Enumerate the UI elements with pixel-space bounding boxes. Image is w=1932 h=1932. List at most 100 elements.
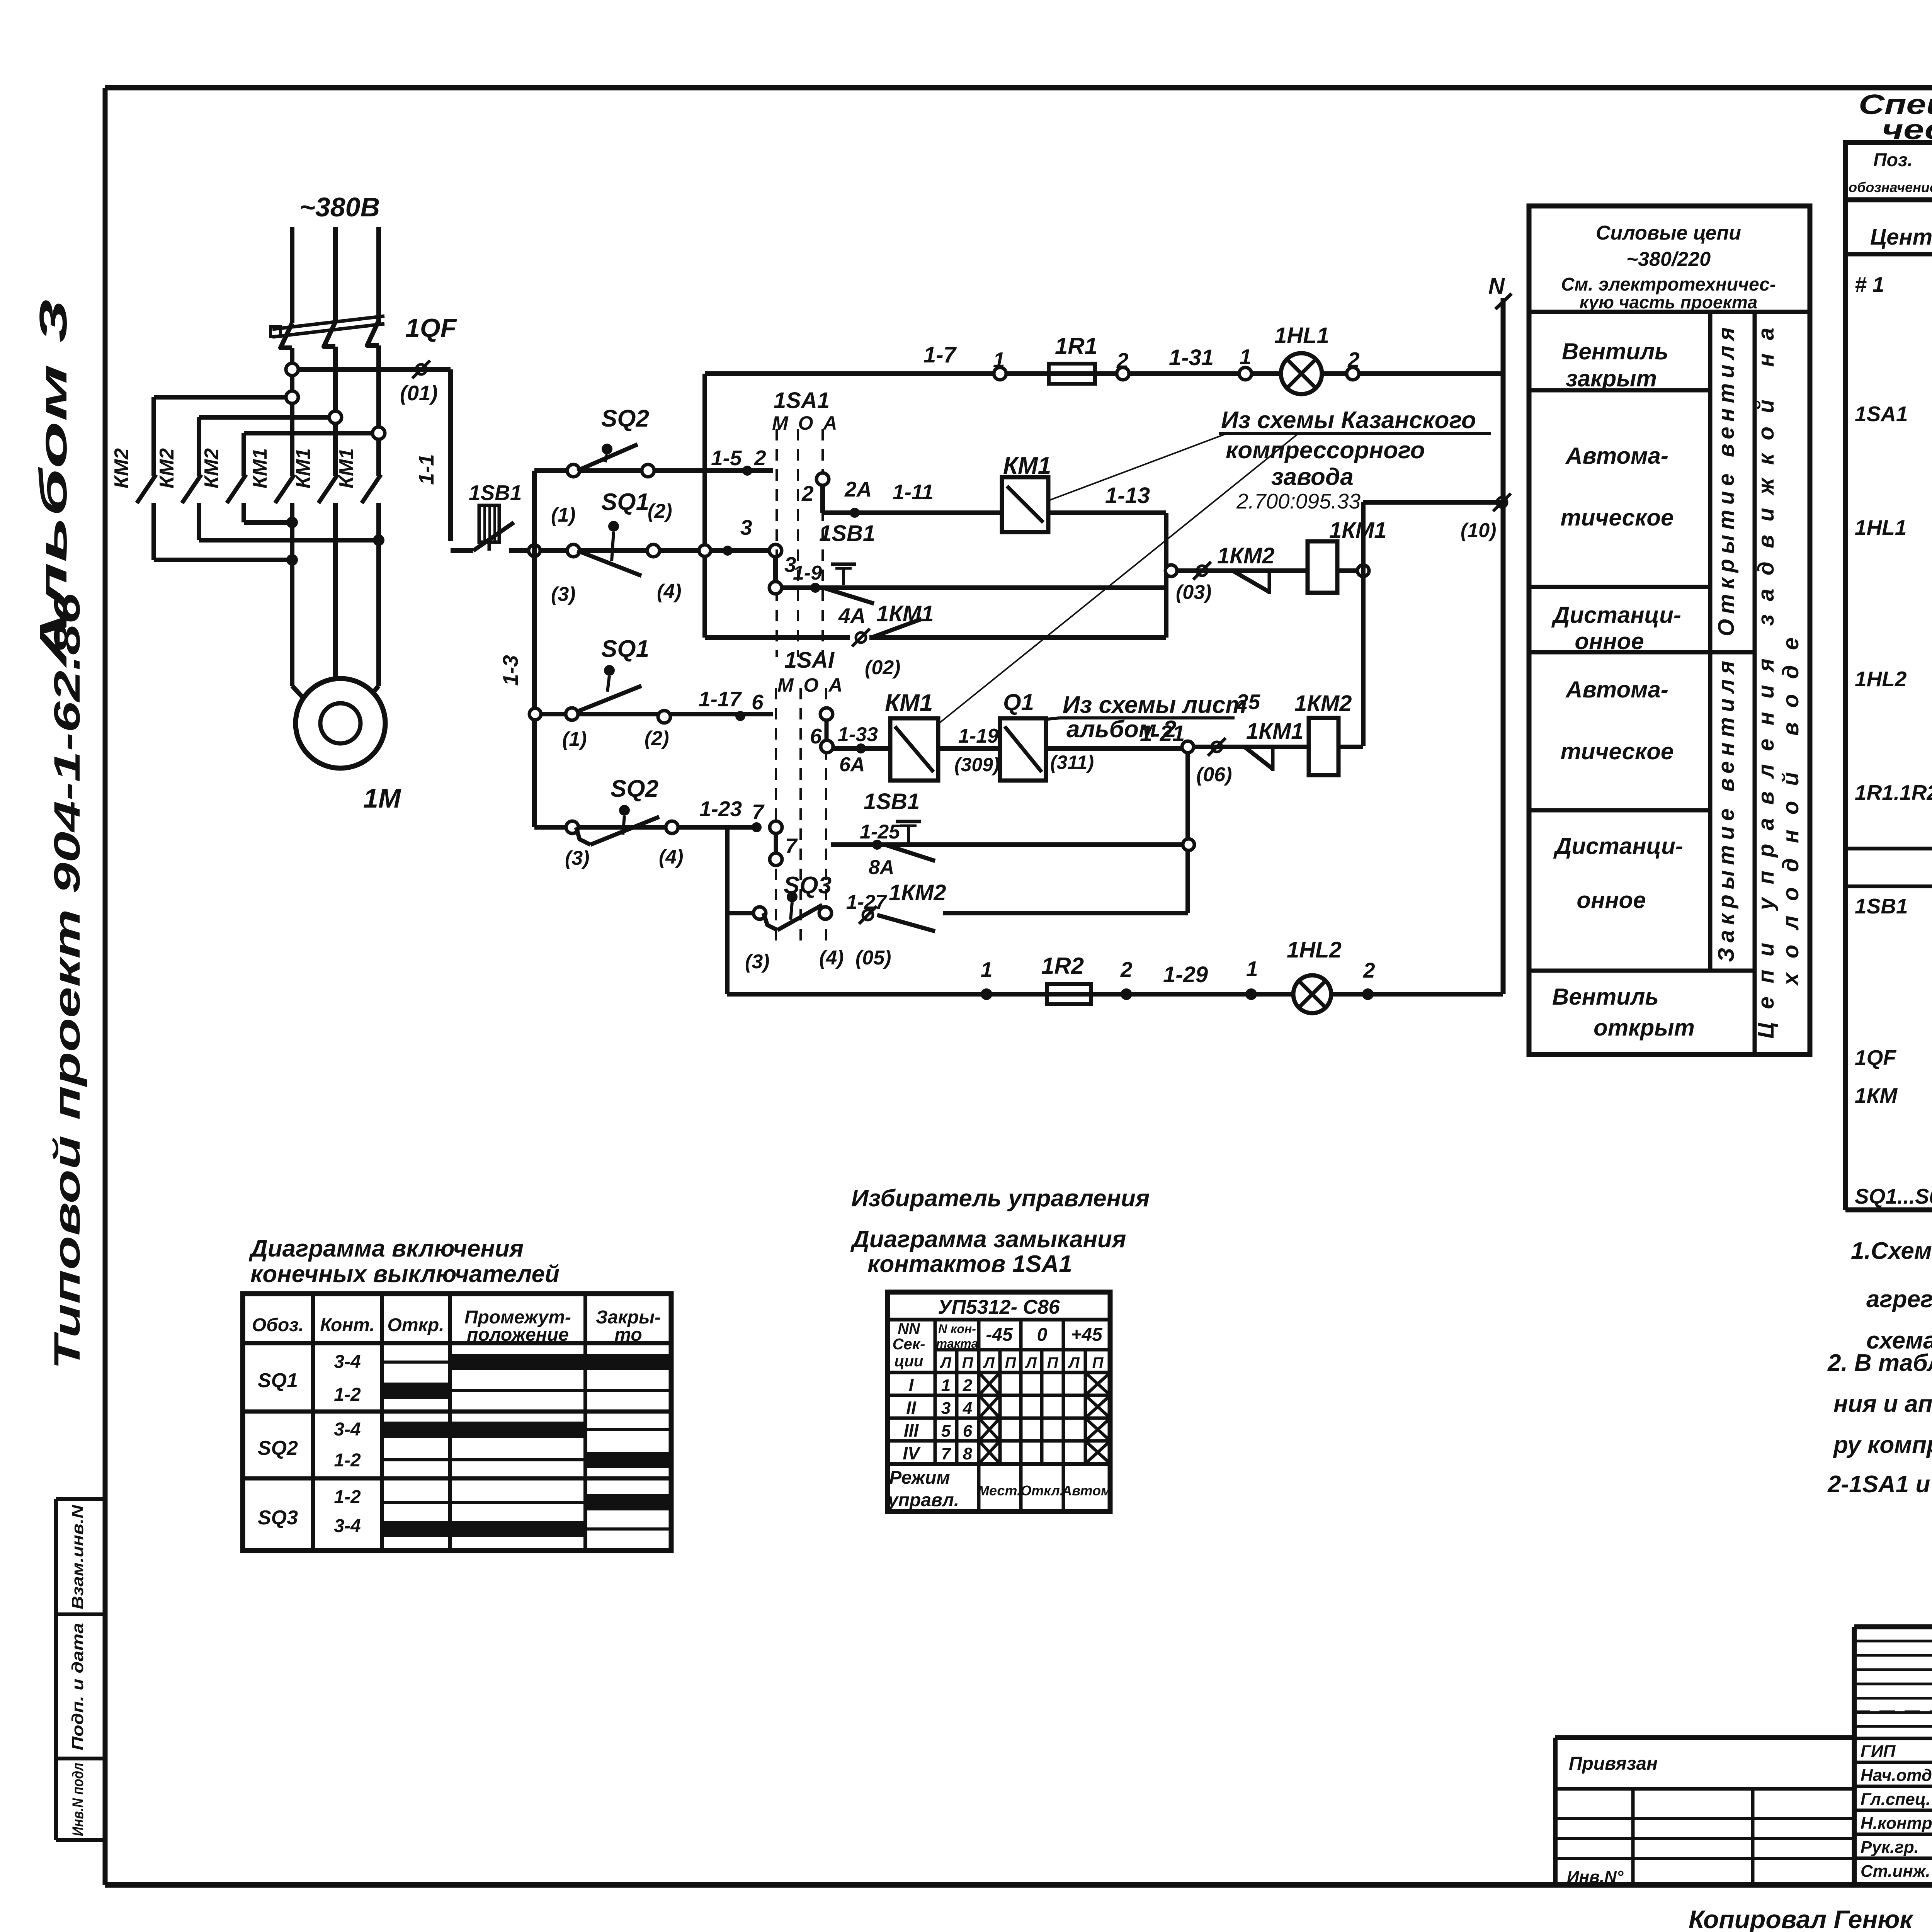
svg-text:1-19: 1-19 <box>958 725 998 747</box>
svg-text:обозначение: обозначение <box>1849 179 1932 195</box>
svg-text:(05): (05) <box>855 947 891 969</box>
svg-text:(4): (4) <box>657 580 682 603</box>
svg-text:1SB1: 1SB1 <box>1855 894 1908 918</box>
svg-text:онное: онное <box>1575 628 1644 654</box>
svg-text:(2): (2) <box>645 727 669 750</box>
svg-text:1SB1: 1SB1 <box>864 789 920 814</box>
svg-text:Закры-: Закры- <box>596 1307 661 1328</box>
svg-text:(01): (01) <box>400 381 438 405</box>
svg-text:конечных выключателей: конечных выключателей <box>250 1261 560 1287</box>
svg-text:1-23: 1-23 <box>699 797 742 821</box>
svg-text:(03): (03) <box>1176 581 1211 604</box>
svg-text:(309): (309) <box>954 754 1000 776</box>
svg-text:6А: 6А <box>839 753 865 776</box>
svg-text:Дистанци-: Дистанци- <box>1551 602 1681 628</box>
svg-text:6: 6 <box>963 1422 973 1440</box>
svg-text:Инв.N подл: Инв.N подл <box>70 1763 87 1836</box>
svg-text:положение: положение <box>467 1325 569 1345</box>
svg-text:1: 1 <box>993 348 1005 372</box>
svg-text:Альбом 3: Альбом 3 <box>32 299 75 669</box>
svg-text:0: 0 <box>1037 1325 1048 1345</box>
svg-text:Ст.инж.: Ст.инж. <box>1861 1862 1930 1881</box>
svg-text:ру компрессорного агрегата,: ру компрессорного агрегата, например: 1-… <box>1833 1432 1932 1458</box>
svg-text:Рук.гр.: Рук.гр. <box>1861 1838 1919 1857</box>
svg-text:1: 1 <box>1246 957 1258 981</box>
svg-text:закрыт: закрыт <box>1566 366 1657 391</box>
svg-text:7: 7 <box>752 800 765 824</box>
svg-text:Из схемы Казанского: Из схемы Казанского <box>1221 407 1476 434</box>
svg-text:1-11: 1-11 <box>893 480 934 504</box>
svg-text:8: 8 <box>963 1444 973 1463</box>
svg-text:(3): (3) <box>745 951 770 973</box>
svg-text:SQ1: SQ1 <box>601 636 649 662</box>
svg-text:2: 2 <box>1116 349 1129 372</box>
svg-text:Обоз.: Обоз. <box>252 1315 304 1335</box>
svg-text:Поз.: Поз. <box>1873 150 1913 170</box>
svg-text:(3): (3) <box>565 847 590 869</box>
svg-text:5: 5 <box>941 1422 951 1440</box>
svg-text:открыт: открыт <box>1594 1015 1695 1041</box>
svg-text:1QF: 1QF <box>1855 1046 1896 1070</box>
svg-text:~380/220: ~380/220 <box>1626 248 1711 270</box>
svg-text:М О А: М О А <box>777 674 845 696</box>
svg-text:1HL2: 1HL2 <box>1287 937 1342 963</box>
svg-text:1-2: 1-2 <box>334 1450 361 1471</box>
svg-text:7: 7 <box>941 1444 952 1463</box>
svg-text:альбом 2: альбом 2 <box>1066 716 1176 743</box>
svg-text:Из схемы лист: Из схемы лист <box>1063 692 1247 718</box>
svg-text:М О А: М О А <box>772 412 839 434</box>
svg-text:1QF: 1QF <box>405 313 457 343</box>
svg-text:1-33: 1-33 <box>838 723 878 746</box>
svg-text:3-4: 3-4 <box>334 1516 361 1536</box>
svg-text:Л: Л <box>983 1354 995 1371</box>
svg-text:Н.контр.: Н.контр. <box>1861 1814 1932 1833</box>
svg-text:1R2: 1R2 <box>1041 953 1084 979</box>
svg-text:(10): (10) <box>1461 519 1496 542</box>
svg-text:агрегата N1, для компрессорн: агрегата N1, для компрессорных агрегатов… <box>1866 1286 1932 1313</box>
svg-text:Откр.: Откр. <box>388 1315 444 1335</box>
svg-text:Промежут-: Промежут- <box>464 1307 571 1328</box>
svg-text:1-2: 1-2 <box>334 1487 361 1507</box>
svg-text:~380В: ~380В <box>299 192 380 222</box>
svg-text:3-4: 3-4 <box>334 1352 361 1372</box>
svg-text:(2): (2) <box>648 500 672 522</box>
svg-text:(4): (4) <box>819 947 844 969</box>
svg-text:управл.: управл. <box>887 1490 959 1510</box>
svg-text:2: 2 <box>1120 957 1133 981</box>
svg-text:П: П <box>1092 1354 1104 1371</box>
svg-text:SQ1: SQ1 <box>258 1369 298 1392</box>
svg-text:КМ1: КМ1 <box>1003 452 1051 479</box>
svg-text:1КМ: 1КМ <box>1855 1083 1898 1107</box>
svg-text:IV: IV <box>903 1443 921 1463</box>
svg-text:Л: Л <box>1068 1354 1080 1371</box>
svg-text:1-7: 1-7 <box>923 342 957 367</box>
svg-text:2: 2 <box>963 1376 973 1395</box>
svg-text:SQ1: SQ1 <box>601 489 649 515</box>
svg-text:2. В таблицах соединений щито: 2. В таблицах соединений щитов в маркиро… <box>1827 1350 1932 1376</box>
svg-text:1: 1 <box>1240 345 1252 369</box>
svg-text:1КМ2: 1КМ2 <box>1294 691 1352 716</box>
svg-text:Диаграмма замыкания: Диаграмма замыкания <box>850 1226 1126 1253</box>
svg-text:2-1SA1 и т.д.: 2-1SA1 и т.д. <box>1827 1471 1932 1498</box>
svg-text:(1): (1) <box>551 504 576 526</box>
svg-text:3: 3 <box>941 1399 951 1418</box>
svg-text:1-25: 1-25 <box>860 821 900 843</box>
svg-text:Центральный: Центральный <box>1870 224 1932 250</box>
svg-text:Откл.: Откл. <box>1020 1483 1064 1498</box>
svg-text:1SA1: 1SA1 <box>774 388 830 413</box>
svg-text:УП5312- С86: УП5312- С86 <box>938 1296 1060 1318</box>
svg-text:1-29: 1-29 <box>1163 962 1208 987</box>
svg-text:1-13: 1-13 <box>1105 483 1150 508</box>
svg-text:онное: онное <box>1577 887 1646 913</box>
svg-text:1КМ1: 1КМ1 <box>1329 518 1386 543</box>
svg-text:ГИП: ГИП <box>1861 1742 1896 1761</box>
svg-text:1HL2: 1HL2 <box>1855 667 1907 691</box>
svg-text:2.700:095.33: 2.700:095.33 <box>1236 489 1361 513</box>
svg-text:N: N <box>1488 274 1505 299</box>
svg-text:6: 6 <box>810 724 822 748</box>
svg-text:II: II <box>906 1398 917 1418</box>
svg-text:П: П <box>1047 1354 1059 1371</box>
svg-text:1SВ1: 1SВ1 <box>819 521 875 546</box>
svg-text:Режим: Режим <box>889 1468 950 1488</box>
svg-text:такта: такта <box>936 1337 978 1350</box>
